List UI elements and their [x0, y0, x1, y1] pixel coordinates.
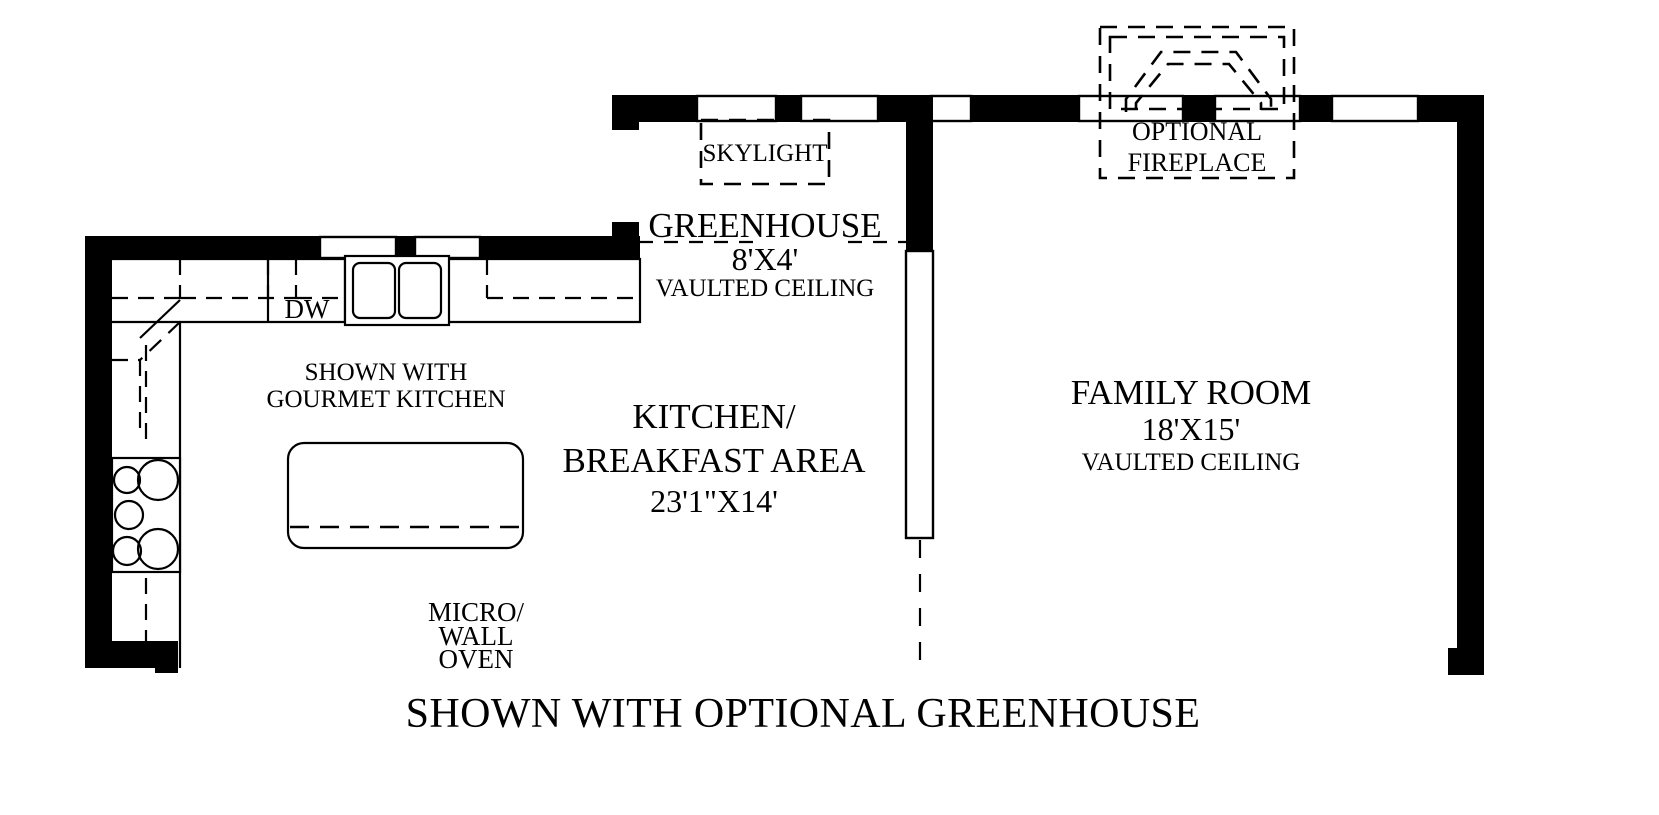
fireplace-hearth-outer	[1124, 50, 1273, 112]
family-room-name: FAMILY ROOM	[1071, 373, 1312, 412]
wall-corner-kitchen-topleft	[85, 236, 320, 259]
cooktop-outline	[110, 456, 182, 574]
sink-basin-left	[351, 261, 397, 320]
wall-segment-kitchen-top-right	[480, 236, 640, 259]
burner-large-top	[136, 458, 180, 502]
corner-cabinet-diagonal	[139, 299, 181, 339]
kitchen-name-line1: KITCHEN/	[632, 397, 796, 436]
greenhouse-labels: GREENHOUSE 8'X4' VAULTED CEILING	[639, 206, 906, 302]
appliance-label-line3: OVEN	[439, 644, 514, 674]
kitchen-counter-top: DW	[112, 254, 642, 668]
family-room-labels: FAMILY ROOM 18'X15' VAULTED CEILING	[1071, 373, 1312, 476]
wall-mullion-gh-1	[776, 95, 801, 122]
plan-title: SHOWN WITH OPTIONAL GREENHOUSE	[406, 691, 1201, 737]
window-family-4	[1330, 94, 1420, 123]
greenhouse-dimensions: 8'X4'	[732, 241, 799, 277]
skylight-outline	[699, 118, 831, 186]
corner-cabinet-diagonal-lower	[139, 321, 181, 361]
window-kitchen-1	[318, 235, 398, 260]
fireplace-hearth-inner	[1134, 62, 1263, 110]
window-family-1	[929, 94, 973, 123]
window-greenhouse-1	[695, 94, 778, 123]
burner-small-middle	[113, 499, 145, 531]
optional-fireplace-group: OPTIONAL FIREPLACE	[1098, 25, 1296, 180]
optional-fireplace-label-line2: FIREPLACE	[1128, 148, 1267, 177]
window-greenhouse-2	[799, 94, 880, 123]
sink-outline	[343, 254, 451, 327]
kitchen-dimensions: 23'1"X14'	[650, 483, 778, 519]
family-room-ceiling: VAULTED CEILING	[1082, 449, 1301, 476]
counter-top-outline	[112, 257, 642, 668]
sink-basin-right	[397, 261, 443, 320]
window-kitchen-2	[413, 235, 482, 260]
dishwasher-label: DW	[285, 294, 330, 324]
skylight-label: SKYLIGHT	[703, 140, 828, 167]
exterior-wall-right	[1448, 95, 1484, 675]
wall-jamb-bottom-left	[155, 641, 178, 673]
wall-divider-solid	[906, 95, 933, 250]
greenhouse-ceiling: VAULTED CEILING	[656, 275, 875, 302]
gourmet-note-line2: GOURMET KITCHEN	[266, 386, 505, 413]
family-room-dimensions: 18'X15'	[1142, 411, 1241, 447]
fireplace-inner-outline	[1108, 35, 1286, 111]
optional-fireplace-label-line1: OPTIONAL	[1132, 117, 1262, 146]
wall-greenhouse-left	[612, 95, 639, 130]
wall-segment-fr-top-a	[971, 95, 1079, 122]
wall-divider-opening	[904, 249, 935, 540]
burner-small-bottom	[111, 535, 143, 567]
burner-small-top	[112, 465, 142, 495]
wall-bevel-bottom-left	[112, 641, 131, 654]
breakfast-table-outline	[286, 441, 525, 550]
greenhouse-name: GREENHOUSE	[648, 206, 881, 245]
wall-stub-bottom-right	[1448, 648, 1484, 675]
kitchen-labels: KITCHEN/ BREAKFAST AREA 23'1"X14'	[562, 397, 866, 519]
optional-fireplace-outline	[1098, 25, 1296, 180]
cooktop-group	[110, 345, 182, 655]
exterior-walls-top	[612, 94, 1484, 130]
skylight-group: SKYLIGHT	[699, 118, 831, 186]
wall-segment-right	[1457, 95, 1484, 675]
interior-divider-wall	[904, 95, 935, 672]
kitchen-walls	[85, 95, 640, 673]
plan-notes: SHOWN WITH GOURMET KITCHEN MICRO/ WALL O…	[266, 359, 524, 674]
appliance-label-line2: WALL	[439, 621, 514, 651]
wall-segment-fr-top-c	[1300, 95, 1332, 122]
kitchen-name-line2: BREAKFAST AREA	[562, 441, 866, 480]
appliance-label-line1: MICRO/	[428, 597, 525, 627]
wall-kitchen-left	[85, 236, 112, 668]
wall-mullion-kitchen-1	[396, 236, 415, 259]
breakfast-table-group	[286, 441, 525, 550]
burner-large-bottom	[136, 527, 180, 571]
gourmet-note-line1: SHOWN WITH	[305, 359, 468, 386]
